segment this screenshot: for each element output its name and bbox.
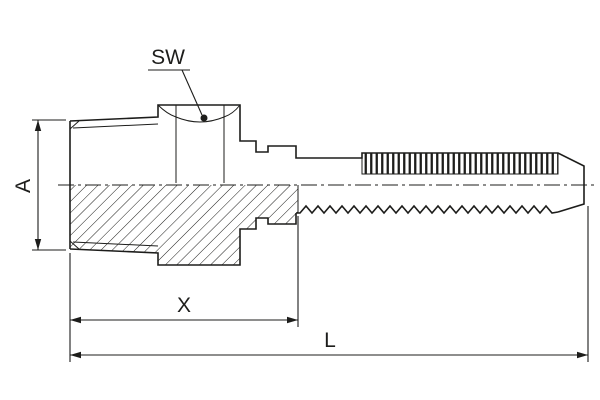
dim-x-arrow-left bbox=[70, 316, 81, 324]
sw-leader-line bbox=[181, 69, 203, 116]
sw-leader-dot bbox=[200, 114, 208, 122]
dim-l-arrow-right bbox=[577, 351, 588, 359]
thread-root-line-bottom bbox=[72, 241, 159, 247]
label-l: L bbox=[324, 329, 336, 352]
barb-ridge-band bbox=[361, 152, 559, 175]
hex-chamfer-arc-middle bbox=[175, 116, 225, 123]
thread-chamfer-bottom bbox=[69, 240, 80, 250]
dim-x-arrow-right bbox=[287, 316, 298, 324]
label-sw: SW bbox=[151, 46, 185, 69]
thread-root-line-top bbox=[72, 123, 159, 129]
label-x: X bbox=[177, 294, 191, 317]
fitting-top-profile bbox=[69, 104, 585, 213]
hex-chamfer-arc-right bbox=[223, 104, 241, 118]
dim-a-arrow-down bbox=[34, 239, 42, 250]
thread-chamfer-top bbox=[69, 120, 80, 130]
hex-chamfer-arc-left bbox=[157, 104, 177, 118]
dim-l-arrow-left bbox=[70, 351, 81, 359]
section-hatch bbox=[70, 185, 298, 265]
dim-a-arrow-up bbox=[34, 120, 42, 131]
fitting-bottom-profile bbox=[69, 213, 297, 266]
label-a: A bbox=[12, 179, 35, 193]
barb-serration-bottom bbox=[296, 204, 559, 215]
